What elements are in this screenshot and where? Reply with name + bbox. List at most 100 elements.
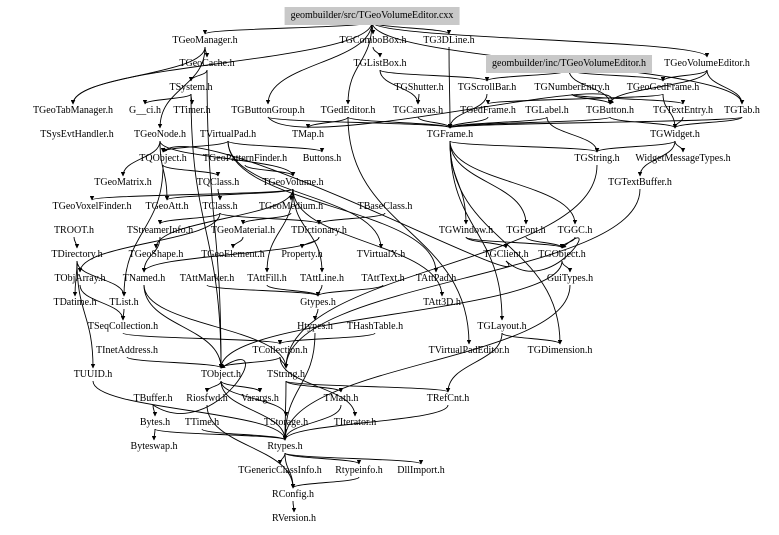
graph-node-tinetaddress[interactable]: TInetAddress.h: [96, 345, 158, 356]
graph-node-byteswap[interactable]: Byteswap.h: [130, 441, 178, 452]
graph-node-rversion[interactable]: RVersion.h: [272, 513, 316, 524]
edge-tmath-to-rtypes: [282, 404, 342, 441]
graph-node-tgeovoxelfinder[interactable]: TGeoVoxelFinder.h: [52, 201, 132, 212]
graph-node-tgcombobox[interactable]: TGComboBox.h: [339, 35, 407, 46]
graph-node-tbaseclass[interactable]: TBaseClass.h: [357, 201, 413, 212]
graph-node-tgeovolume[interactable]: TGeoVolume.h: [262, 177, 324, 188]
graph-node-tgtextentry[interactable]: TGTextEntry.h: [652, 105, 714, 116]
graph-node-inceditor[interactable]: geombuilder/inc/TGeoVolumeEditor.h: [486, 55, 652, 73]
graph-node-rconfig[interactable]: RConfig.h: [272, 489, 314, 500]
graph-node-tqobject[interactable]: TQObject.h: [139, 153, 187, 164]
graph-node-tattpad[interactable]: TAttPad.h: [415, 273, 457, 284]
graph-node-tsystem[interactable]: TSystem.h: [169, 82, 213, 93]
graph-node-tgframe[interactable]: TGFrame.h: [426, 129, 474, 140]
graph-node-tcollection[interactable]: TCollection.h: [252, 345, 308, 356]
graph-node-tgeomaterial[interactable]: TGeoMaterial.h: [210, 225, 276, 236]
edge-tgbuttongroup-to-tgbutton: [267, 93, 615, 128]
graph-node-tatt3d[interactable]: TAtt3D.h: [423, 297, 461, 308]
graph-node-tvirtualx[interactable]: TVirtualX.h: [356, 249, 406, 260]
graph-node-trefcnt[interactable]: TRefCnt.h: [426, 393, 470, 404]
graph-node-tglabel[interactable]: TGLabel.h: [525, 105, 569, 116]
graph-node-tgeoatt[interactable]: TGeoAtt.h: [145, 201, 189, 212]
graph-node-tvirtualpad[interactable]: TVirtualPad.h: [199, 129, 257, 140]
graph-node-tdictionary[interactable]: TDictionary.h: [291, 225, 347, 236]
graph-node-tnamed[interactable]: TNamed.h: [122, 273, 166, 284]
graph-node-buttons[interactable]: Buttons.h: [302, 153, 342, 164]
graph-node-tglayout[interactable]: TGLayout.h: [477, 321, 527, 332]
graph-node-tgdimension[interactable]: TGDimension.h: [527, 345, 593, 356]
graph-node-ttimer[interactable]: TTimer.h: [173, 105, 211, 116]
graph-node-tgclient[interactable]: TGClient.h: [483, 249, 529, 260]
graph-node-dllimport[interactable]: DllImport.h: [397, 465, 445, 476]
graph-node-widgetmessagetypes[interactable]: WidgetMessageTypes.h: [635, 153, 731, 164]
graph-node-g-ci[interactable]: G__ci.h: [129, 105, 161, 116]
graph-node-tgeotabmanager[interactable]: TGeoTabManager.h: [32, 105, 114, 116]
graph-node-guitypes[interactable]: GuiTypes.h: [546, 273, 594, 284]
graph-node-varargs[interactable]: Varargs.h: [241, 393, 279, 404]
graph-node-gtypes[interactable]: Gtypes.h: [300, 297, 336, 308]
graph-node-tseqcollection[interactable]: TSeqCollection.h: [87, 321, 159, 332]
graph-node-tgenericclassinfo[interactable]: TGenericClassInfo.h: [238, 465, 322, 476]
graph-node-property[interactable]: Property.h: [281, 249, 323, 260]
graph-node-tstreamerinfo[interactable]: TStreamerInfo.h: [126, 225, 194, 236]
edge-tgwidget-to-tgtextbuffer: [637, 140, 676, 177]
graph-node-root[interactable]: geombuilder/src/TGeoVolumeEditor.cxx: [284, 7, 460, 25]
graph-node-tgbutton[interactable]: TGButton.h: [585, 105, 635, 116]
graph-node-tgtab[interactable]: TGTab.h: [724, 105, 760, 116]
graph-node-titerator[interactable]: TIterator.h: [333, 417, 377, 428]
graph-node-tstorage[interactable]: TStorage.h: [263, 417, 309, 428]
graph-node-tgcanvas[interactable]: TGCanvas.h: [392, 105, 444, 116]
graph-node-tclass[interactable]: TClass.h: [202, 201, 238, 212]
graph-node-tdatime[interactable]: TDatime.h: [53, 297, 97, 308]
graph-node-tgeoelement[interactable]: TGeoElement.h: [201, 249, 265, 260]
graph-node-tstring[interactable]: TString.h: [266, 369, 306, 380]
graph-node-tattline[interactable]: TAttLine.h: [300, 273, 344, 284]
graph-node-tg3dline[interactable]: TG3DLine.h: [423, 35, 475, 46]
graph-node-tgeomatrix[interactable]: TGeoMatrix.h: [94, 177, 152, 188]
graph-node-tgobject[interactable]: TGObject.h: [538, 249, 586, 260]
graph-node-tgtextbuffer[interactable]: TGTextBuffer.h: [608, 177, 672, 188]
graph-node-rtypes[interactable]: Rtypes.h: [267, 441, 303, 452]
graph-node-tgshutter[interactable]: TGShutter.h: [394, 82, 444, 93]
graph-node-tvirtualpadeditor[interactable]: TVirtualPadEditor.h: [428, 345, 510, 356]
graph-node-tgeopatternfinder[interactable]: TGeoPatternFinder.h: [202, 153, 288, 164]
graph-node-tsysevthandler[interactable]: TSysEvtHandler.h: [40, 129, 114, 140]
graph-node-tatttext[interactable]: TAttText.h: [361, 273, 405, 284]
graph-node-tggc[interactable]: TGGC.h: [557, 225, 593, 236]
graph-node-rtypeinfo[interactable]: Rtypeinfo.h: [335, 465, 383, 476]
graph-node-tgeocache[interactable]: TGeoCache.h: [179, 58, 235, 69]
graph-node-tgeovolumeeditor[interactable]: TGeoVolumeEditor.h: [664, 58, 750, 69]
graph-node-tlist[interactable]: TList.h: [109, 297, 139, 308]
graph-node-ttime[interactable]: TTime.h: [184, 417, 220, 428]
graph-node-tuuid[interactable]: TUUID.h: [73, 369, 113, 380]
graph-node-riosfwd[interactable]: Riosfwd.h: [186, 393, 228, 404]
graph-node-tgeonode[interactable]: TGeoNode.h: [134, 129, 186, 140]
graph-node-htypes[interactable]: Htypes.h: [297, 321, 333, 332]
graph-node-thashtable[interactable]: THashTable.h: [346, 321, 404, 332]
graph-node-tattfill[interactable]: TAttFill.h: [247, 273, 287, 284]
graph-node-tdirectory[interactable]: TDirectory.h: [51, 249, 103, 260]
graph-node-tobjarray[interactable]: TObjArray.h: [54, 273, 106, 284]
graph-node-tmath[interactable]: TMath.h: [323, 393, 359, 404]
graph-node-tgstring[interactable]: TGString.h: [574, 153, 620, 164]
graph-node-tgwidget[interactable]: TGWidget.h: [650, 129, 700, 140]
graph-node-tgeomedium[interactable]: TGeoMedium.h: [258, 201, 324, 212]
graph-node-tgeoshape[interactable]: TGeoShape.h: [128, 249, 184, 260]
graph-node-tattmarker[interactable]: TAttMarker.h: [179, 273, 235, 284]
graph-node-tgfont[interactable]: TGFont.h: [506, 225, 546, 236]
graph-node-tgnumberentry[interactable]: TGNumberEntry.h: [534, 82, 610, 93]
graph-node-tobject[interactable]: TObject.h: [200, 369, 242, 380]
graph-node-tglistbox[interactable]: TGListBox.h: [353, 58, 407, 69]
graph-node-tgscrollbar[interactable]: TGScrollBar.h: [457, 82, 517, 93]
graph-node-tgeogedframe[interactable]: TGeoGedFrame.h: [626, 82, 700, 93]
graph-node-tmap[interactable]: TMap.h: [292, 129, 324, 140]
graph-node-tgbuttongroup[interactable]: TGButtonGroup.h: [231, 105, 305, 116]
graph-node-tqclass[interactable]: TQClass.h: [196, 177, 240, 188]
graph-node-tgeomanager[interactable]: TGeoManager.h: [172, 35, 238, 46]
graph-node-bytes[interactable]: Bytes.h: [139, 417, 171, 428]
graph-node-tgwindow[interactable]: TGWindow.h: [438, 225, 494, 236]
graph-node-tgedframe[interactable]: TGedFrame.h: [460, 105, 516, 116]
graph-node-tgededitor[interactable]: TGedEditor.h: [320, 105, 376, 116]
graph-node-troot[interactable]: TROOT.h: [53, 225, 95, 236]
graph-node-tbuffer[interactable]: TBuffer.h: [133, 393, 173, 404]
